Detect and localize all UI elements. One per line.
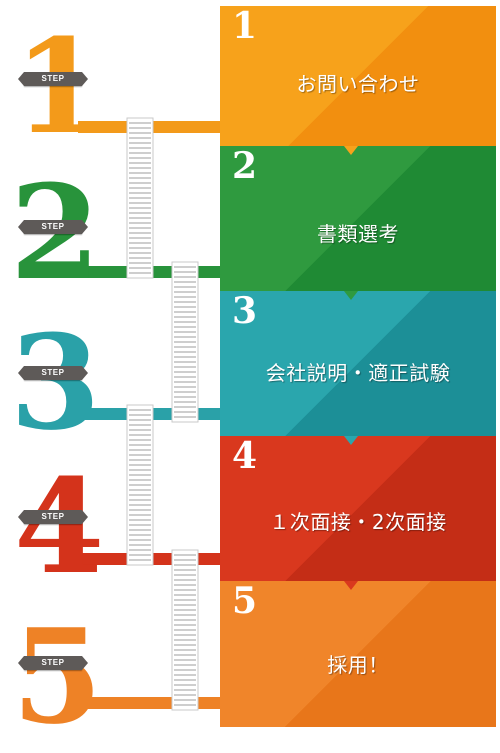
ladder-1 bbox=[126, 117, 154, 279]
panel-arrow-2 bbox=[344, 291, 358, 300]
panel-arrow-3 bbox=[344, 436, 358, 445]
big-step-number-4: 4 bbox=[14, 450, 105, 603]
step-panel-5: 5 採用！ bbox=[220, 581, 496, 727]
step-panel-1: 1 お問い合わせ bbox=[220, 6, 496, 146]
panel-step-number: 1 bbox=[232, 6, 258, 47]
panel-arrow-1 bbox=[344, 146, 358, 155]
step-ribbon-3: STEP bbox=[18, 366, 88, 380]
step-panel-3: 3 会社説明・適正試験 bbox=[220, 291, 496, 436]
panel-background bbox=[220, 581, 496, 727]
big-step-number-5: 5 bbox=[12, 600, 103, 753]
ladder-3 bbox=[126, 404, 154, 566]
panel-step-label: 会社説明・適正試験 bbox=[265, 361, 451, 385]
step-ribbon-1: STEP bbox=[18, 72, 88, 86]
panel-step-label: お問い合わせ bbox=[296, 72, 420, 96]
big-step-number-3: 3 bbox=[10, 306, 101, 459]
panel-arrow-4 bbox=[344, 581, 358, 590]
panel-step-number: 4 bbox=[232, 436, 258, 477]
panel-step-label: １次面接・2次面接 bbox=[269, 510, 447, 534]
panel-step-number: 5 bbox=[232, 581, 258, 622]
panel-background bbox=[220, 436, 496, 581]
step-panel-4: 4 １次面接・2次面接 bbox=[220, 436, 496, 581]
panel-step-number: 2 bbox=[232, 146, 258, 187]
panel-background bbox=[220, 291, 496, 436]
big-step-number-1: 1 bbox=[14, 10, 105, 163]
step-ribbon-2: STEP bbox=[18, 220, 88, 234]
panel-step-label: 書類選考 bbox=[317, 222, 399, 246]
step-panel-2: 2 書類選考 bbox=[220, 146, 496, 291]
step-ribbon-5: STEP bbox=[18, 656, 88, 670]
panel-background bbox=[220, 146, 496, 291]
panel-step-number: 3 bbox=[232, 291, 258, 332]
panel-background bbox=[220, 6, 496, 146]
ladder-4 bbox=[171, 549, 199, 711]
step-ribbon-4: STEP bbox=[18, 510, 88, 524]
ladder-2 bbox=[171, 261, 199, 423]
step-flow-artwork bbox=[78, 117, 223, 711]
panel-step-label: 採用！ bbox=[327, 653, 389, 677]
